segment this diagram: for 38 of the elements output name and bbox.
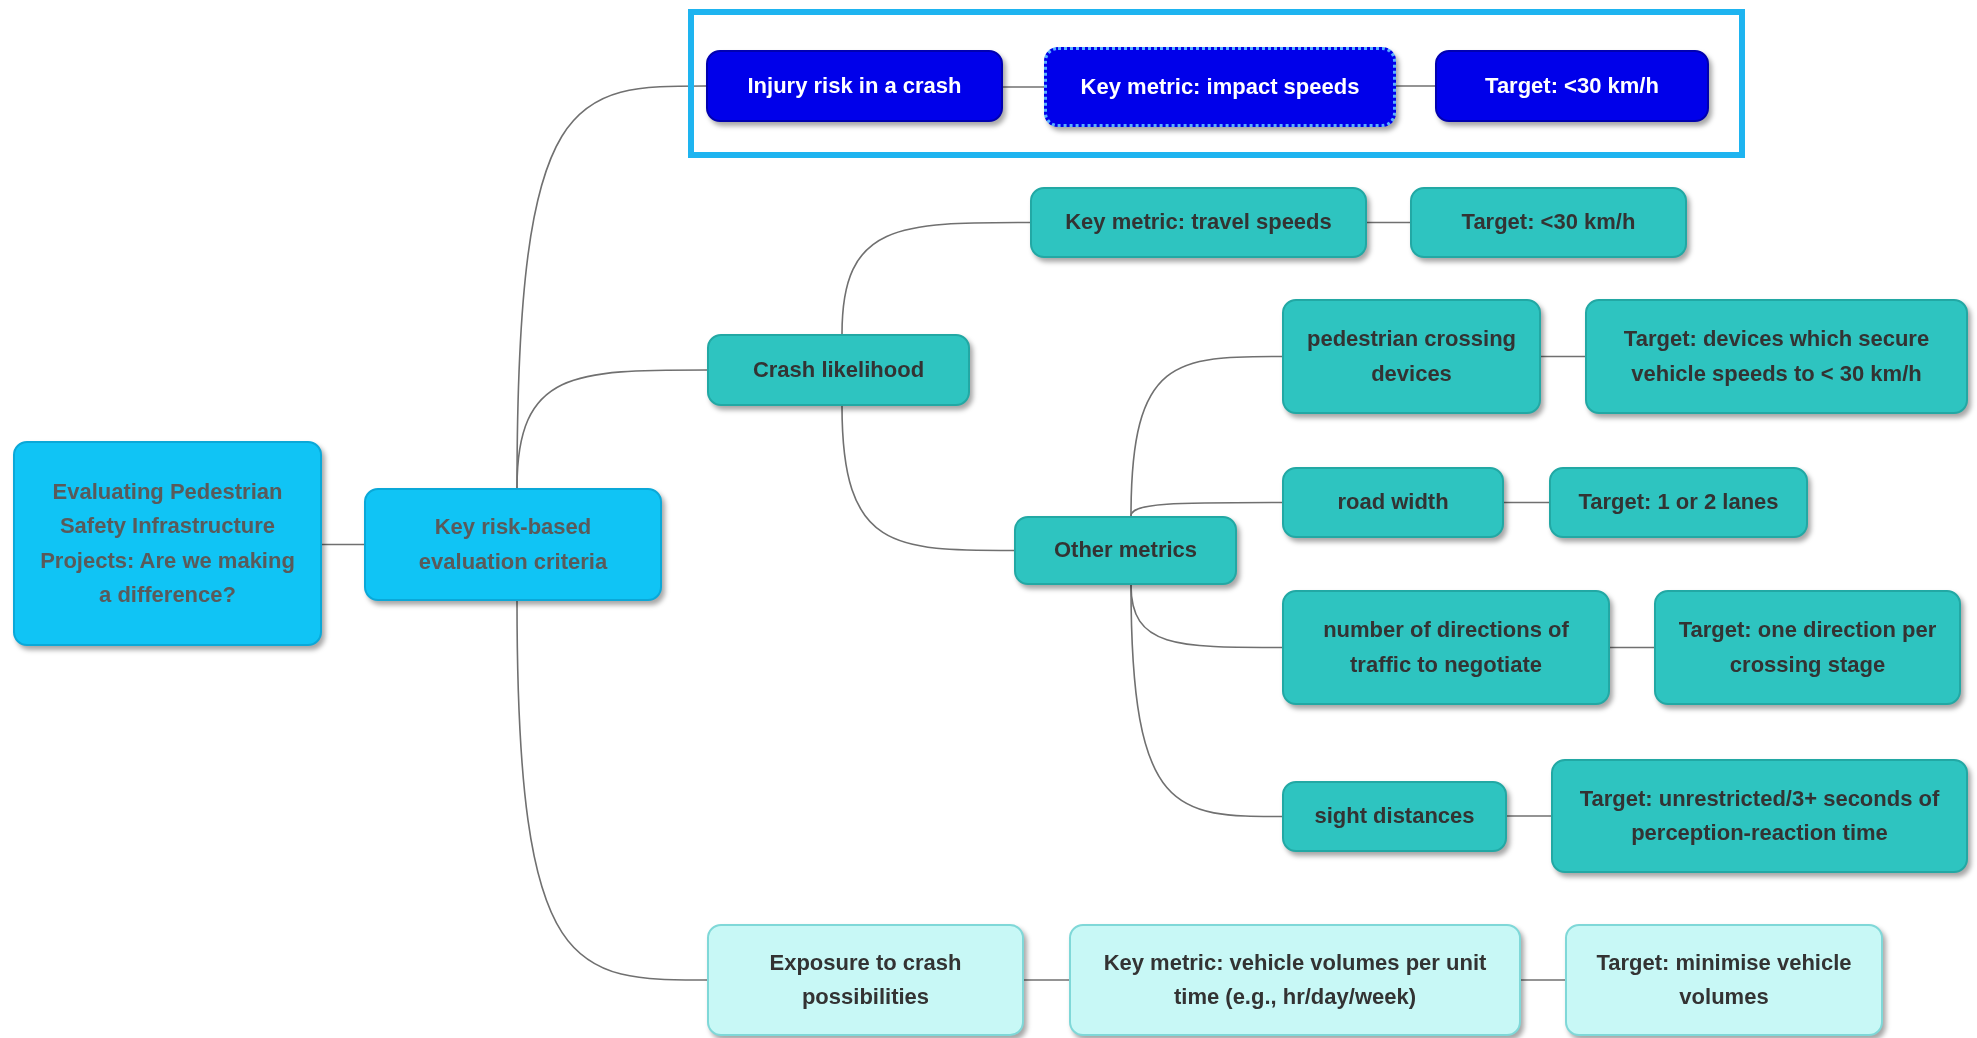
connector-line [841, 405, 1015, 552]
topic-box: Target: <30 km/h [1435, 50, 1709, 122]
connector-line [1609, 646, 1655, 649]
connector-line [1130, 584, 1283, 818]
connector-line [321, 543, 365, 546]
connector-line [516, 369, 708, 489]
topic-box: Key metric: impact speeds [1044, 47, 1396, 127]
topic-box: Target: <30 km/h [1410, 187, 1687, 258]
connector-line [1540, 355, 1586, 358]
topic-box: Target: devices which secure vehicle speeds to < 30 km/h [1585, 299, 1968, 414]
connector-line [1002, 86, 1045, 88]
connector-line [516, 600, 708, 981]
connector-line [1506, 815, 1552, 817]
topic-box: Target: one direction per crossing stage [1654, 590, 1961, 705]
topic-box: sight distances [1282, 781, 1507, 852]
topic-box: Target: minimise vehicle volumes [1565, 924, 1883, 1036]
connector-line [1130, 501, 1283, 517]
connector-line [1366, 221, 1411, 224]
topic-box: Other metrics [1014, 516, 1237, 585]
topic-box: Target: unrestricted/3+ seconds of perception-reaction time [1551, 759, 1968, 873]
connector-line [1130, 355, 1283, 517]
connector-line [1023, 979, 1070, 981]
connector-line [841, 221, 1031, 335]
highlight-frame [688, 9, 1745, 158]
connector-line [1395, 85, 1436, 87]
topic-box: Key metric: vehicle volumes per unit time (e.g., hr/day/week) [1069, 924, 1521, 1036]
topic-box: Key metric: travel speeds [1030, 187, 1367, 258]
topic-box: Injury risk in a crash [706, 50, 1003, 122]
connector-line [1520, 979, 1566, 981]
topic-box: Key risk-based evaluation criteria [364, 488, 662, 601]
topic-box: pedestrian crossing devices [1282, 299, 1541, 414]
topic-box: Crash likelihood [707, 334, 970, 406]
topic-box: road width [1282, 467, 1504, 538]
topic-box: number of directions of traffic to negotiate [1282, 590, 1610, 705]
topic-box: Target: 1 or 2 lanes [1549, 467, 1808, 538]
topic-box: Evaluating Pedestrian Safety Infrastructure Projects: Are we making a difference? [13, 441, 322, 646]
topic-box: Exposure to crash possibilities [707, 924, 1024, 1036]
connector-line [1503, 501, 1550, 504]
